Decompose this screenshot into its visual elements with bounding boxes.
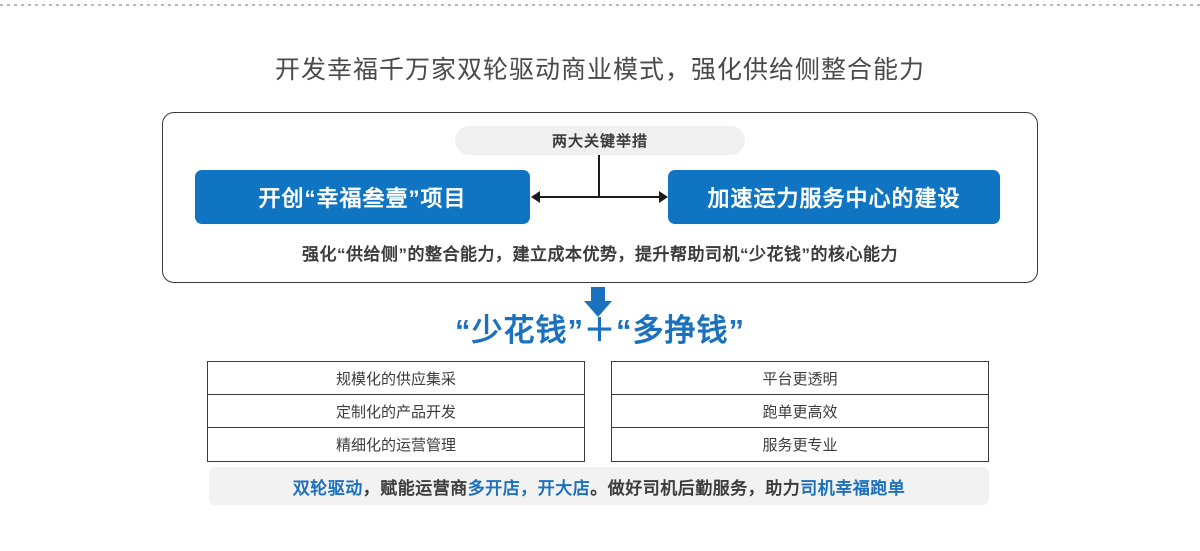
connector-horizontal-line: [537, 196, 661, 198]
table-row: 精细化的运营管理: [335, 437, 456, 454]
table-row: 服务更专业: [762, 437, 838, 454]
down-arrow-stem: [591, 287, 605, 302]
down-arrow-head: [584, 301, 612, 317]
page-title: 开发幸福千万家双轮驱动商业模式，强化供给侧整合能力: [274, 56, 925, 84]
banner-segment: 司机幸福跑单: [800, 478, 906, 498]
banner-segment: 多开店，开大店: [467, 478, 591, 498]
key-measures-caption: 强化“供给侧”的整合能力，建立成本优势，提升帮助司机“少花钱”的核心能力: [302, 245, 898, 264]
arrow-head-right-icon: [659, 191, 668, 203]
key-measures-frame: [162, 112, 1038, 283]
table-row: 规模化的供应集采: [208, 362, 584, 395]
measure-box-right[interactable]: 加速运力服务中心的建设: [668, 170, 1000, 224]
table-row: 平台更透明: [612, 362, 988, 395]
measure-box-left[interactable]: 开创“幸福叁壹”项目: [195, 170, 530, 224]
connector-vertical-line: [598, 155, 600, 198]
banner-segment: ，赋能运营商: [362, 478, 468, 498]
key-measures-pill: 两大关键举措: [455, 126, 745, 155]
banner-segment: 。做好司机后勤服务，助力: [590, 478, 801, 498]
outcome-table-left: 规模化的供应集采 定制化的产品开发 精细化的运营管理: [207, 361, 585, 462]
banner-segment: 双轮驱动: [292, 478, 363, 498]
outcome-table-right: 平台更透明 跑单更高效 服务更专业: [611, 361, 989, 462]
outcome-tables: 规模化的供应集采 定制化的产品开发 精细化的运营管理 平台更透明 跑单更高效 服…: [207, 361, 989, 462]
top-divider: [0, 4, 1200, 6]
arrow-head-left-icon: [531, 191, 540, 203]
down-arrow-icon: [584, 287, 612, 317]
slogan-text: “少花钱”＋“多挣钱”: [455, 313, 745, 348]
table-row: 定制化的产品开发: [208, 395, 584, 428]
table-row: 跑单更高效: [612, 395, 988, 428]
summary-banner: 双轮驱动，赋能运营商多开店，开大店。做好司机后勤服务，助力司机幸福跑单: [209, 467, 989, 505]
